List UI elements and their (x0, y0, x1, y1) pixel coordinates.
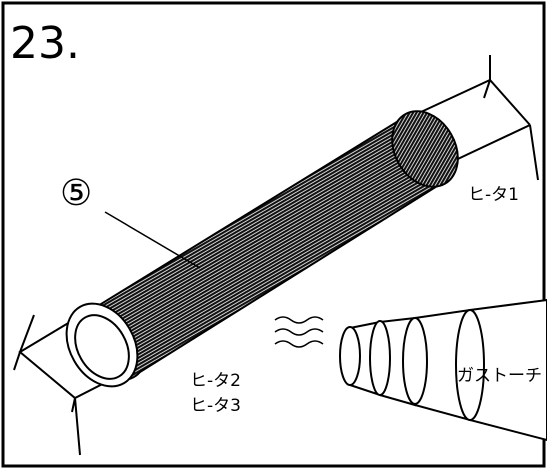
pipe-right-section (407, 55, 539, 181)
step-number: 23. (10, 18, 80, 69)
label-heater1: ヒ-タ1 (468, 185, 519, 205)
heat-waves-icon (274, 316, 324, 348)
callout-number: ⑤ (60, 173, 92, 214)
heater-wrap (65, 110, 459, 388)
callout-leader-line (104, 211, 201, 269)
label-heater2: ヒ-タ2 (190, 371, 241, 391)
label-gas-torch: ガストーチ (457, 366, 542, 386)
label-heater3: ヒ-タ3 (190, 396, 241, 416)
gas-torch-icon (339, 298, 547, 442)
